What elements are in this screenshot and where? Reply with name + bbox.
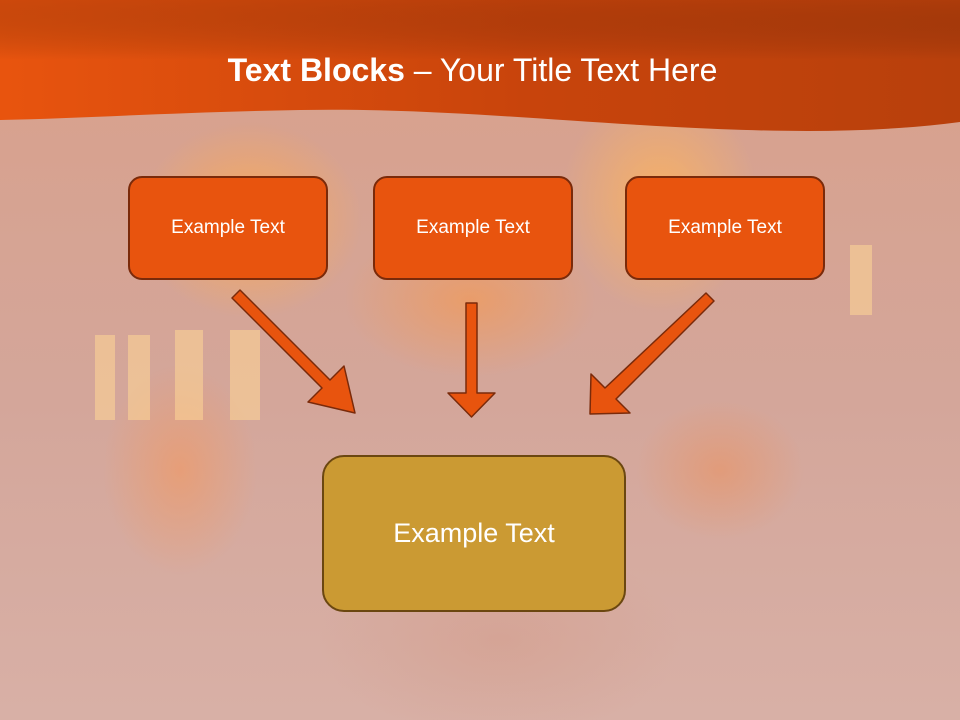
arrow-left	[231, 289, 356, 414]
text-block-1[interactable]: Example Text	[128, 176, 328, 280]
text-block-1-label: Example Text	[171, 217, 285, 238]
text-block-2[interactable]: Example Text	[373, 176, 573, 280]
title-dash: –	[404, 52, 440, 88]
slide-title: Text Blocks – Your Title Text Here	[0, 52, 945, 89]
title-rest: Your Title Text Here	[439, 52, 718, 88]
arrow-center	[447, 302, 496, 418]
title-bold: Text Blocks	[227, 52, 405, 88]
header-banner	[0, 0, 960, 131]
arrow-right	[589, 292, 715, 415]
text-block-3[interactable]: Example Text	[625, 176, 825, 280]
target-text-block[interactable]: Example Text	[322, 455, 626, 612]
text-block-2-label: Example Text	[416, 217, 530, 238]
text-block-3-label: Example Text	[668, 217, 782, 238]
target-text-block-label: Example Text	[393, 518, 555, 548]
